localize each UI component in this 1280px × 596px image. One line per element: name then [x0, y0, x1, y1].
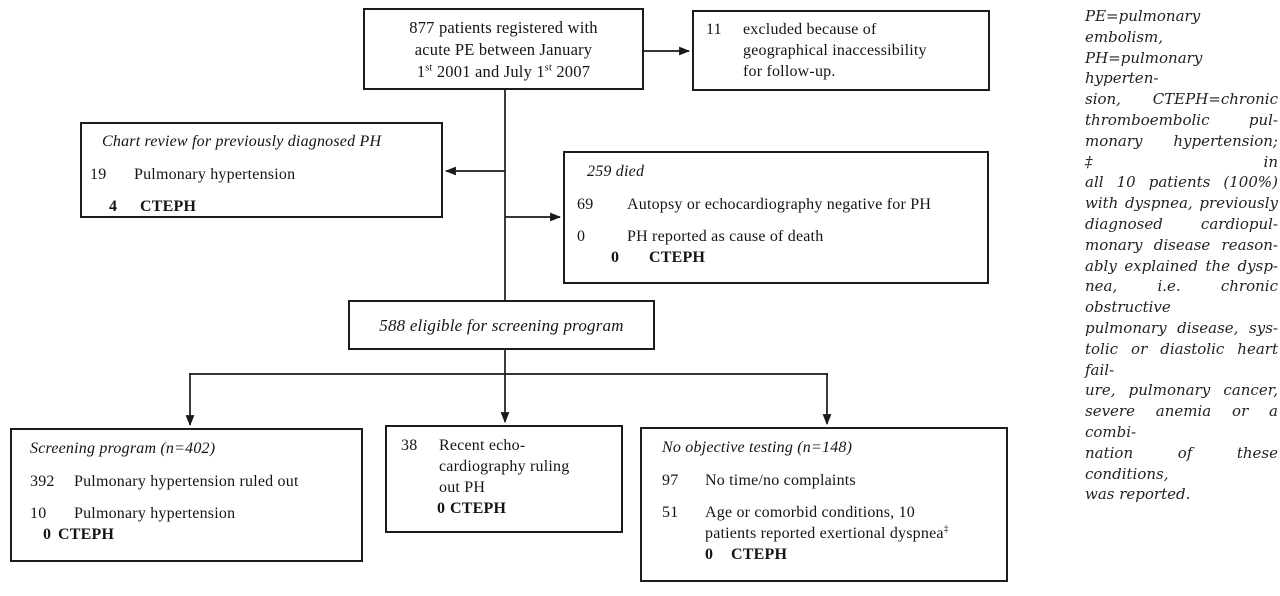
count-value: 38	[401, 437, 418, 454]
dagger-footnote-mark: ‡	[943, 523, 949, 535]
count-label: Autopsy or echocardiography negative for…	[627, 196, 932, 213]
count-row: 19 Pulmonary hypertension	[90, 164, 435, 185]
box-died: 259 died 69 Autopsy or echocardiography …	[563, 151, 989, 284]
count-row: 0 PH reported as cause of death	[577, 226, 981, 247]
cteph-count: 0	[611, 249, 620, 266]
cteph-label: CTEPH	[58, 526, 115, 543]
caption-line: tolic or diastolic heart fail-	[1085, 339, 1278, 379]
count-label: Pulmonary hypertension	[74, 505, 236, 522]
count-label: Pulmonary hypertension	[134, 166, 296, 183]
cteph-row: 4 CTEPH	[109, 196, 435, 217]
box-no-objective-testing: No objective testing (n=148) 97 No time/…	[640, 427, 1008, 582]
caption-line: severe anemia or a combi-	[1085, 402, 1278, 441]
box-eligible: 588 eligible for screening program	[348, 300, 655, 350]
cteph-count: 4	[109, 198, 118, 215]
cteph-count: 0	[705, 546, 714, 563]
box-heading: 259 died	[587, 163, 645, 180]
count-value: 10	[30, 505, 47, 522]
cteph-label: CTEPH	[649, 249, 706, 266]
eligible-text: 588 eligible for screening program	[379, 315, 624, 335]
box-screening-program: Screening program (n=402) 392 Pulmonary …	[10, 428, 363, 562]
cteph-row: 0 CTEPH	[611, 247, 981, 268]
caption-line: sion, CTEPH=chronic	[1085, 90, 1278, 109]
count-value: 11	[706, 21, 722, 38]
count-value: 0	[577, 228, 586, 245]
cteph-row: 0 CTEPH	[705, 544, 998, 565]
box-recent-echo: 38 Recent echo- cardiography ruling out …	[385, 425, 623, 533]
count-label: excluded because of geographical inacces…	[743, 21, 927, 80]
caption-line: all 10 patients (100%)	[1085, 173, 1278, 192]
caption-line: diagnosed cardiopul-	[1085, 214, 1278, 233]
count-label: Pulmonary hypertension ruled out	[74, 473, 299, 490]
caption-line: thromboembolic pul-	[1085, 110, 1278, 129]
count-label: Recent echo- cardiography ruling out PH	[439, 437, 570, 496]
count-row: 97 No time/no complaints	[662, 470, 998, 491]
figure-caption: PE=pulmonary embolism, PH=pulmonary hype…	[1085, 6, 1278, 505]
box-chart-review: Chart review for previously diagnosed PH…	[80, 122, 443, 218]
registered-line: 877 patients registered with	[409, 18, 598, 37]
box-heading: No objective testing (n=148)	[662, 439, 853, 456]
cteph-count: 0	[437, 500, 446, 517]
cteph-row: 0 CTEPH	[43, 524, 355, 545]
caption-line: was reported.	[1085, 485, 1191, 504]
box-heading: Chart review for previously diagnosed PH	[102, 133, 382, 150]
count-row: 69 Autopsy or echocardiography negative …	[577, 194, 981, 215]
registered-line: 1st 2001 and July 1st 2007	[416, 62, 591, 81]
caption-line: nation of these conditions,	[1085, 443, 1278, 483]
count-value: 97	[662, 472, 679, 489]
count-value: 392	[30, 473, 55, 490]
count-row: 10 Pulmonary hypertension	[30, 503, 355, 524]
box-registered-patients: 877 patients registered with acute PE be…	[363, 8, 644, 90]
cteph-label: CTEPH	[140, 198, 197, 215]
caption-line: with dyspnea, previously	[1085, 194, 1278, 213]
count-row: 392 Pulmonary hypertension ruled out	[30, 471, 355, 492]
caption-line: PE=pulmonary embolism,	[1085, 7, 1201, 46]
count-value: 19	[90, 166, 107, 183]
caption-line: pulmonary disease, sys-	[1085, 318, 1278, 337]
cteph-count: 0	[43, 526, 52, 543]
box-heading: Screening program (n=402)	[30, 440, 216, 457]
count-row: 11 excluded because of geographical inac…	[706, 19, 982, 82]
caption-line: ure, pulmonary cancer,	[1085, 381, 1278, 400]
caption-line: ably explained the dysp-	[1085, 256, 1278, 275]
count-row: 38 Recent echo- cardiography ruling out …	[401, 435, 615, 498]
registered-line: acute PE between January	[414, 40, 593, 59]
count-value: 51	[662, 504, 679, 521]
caption-line: monary hypertension; ‡in	[1085, 131, 1278, 171]
count-value: 69	[577, 196, 594, 213]
caption-line: nea, i.e. chronic obstructive	[1085, 277, 1278, 317]
box-excluded: 11 excluded because of geographical inac…	[692, 10, 990, 91]
cteph-row: 0 CTEPH	[437, 498, 615, 519]
count-label: No time/no complaints	[705, 472, 856, 489]
cteph-label: CTEPH	[731, 546, 788, 563]
caption-line: monary disease reason-	[1085, 235, 1278, 254]
caption-line: PH=pulmonary hyperten-	[1085, 48, 1203, 88]
count-label: Age or comorbid conditions, 10 patients …	[705, 504, 949, 542]
count-label: PH reported as cause of death	[627, 228, 824, 245]
count-row: 51 Age or comorbid conditions, 10 patien…	[662, 502, 998, 544]
cteph-label: CTEPH	[450, 500, 507, 517]
